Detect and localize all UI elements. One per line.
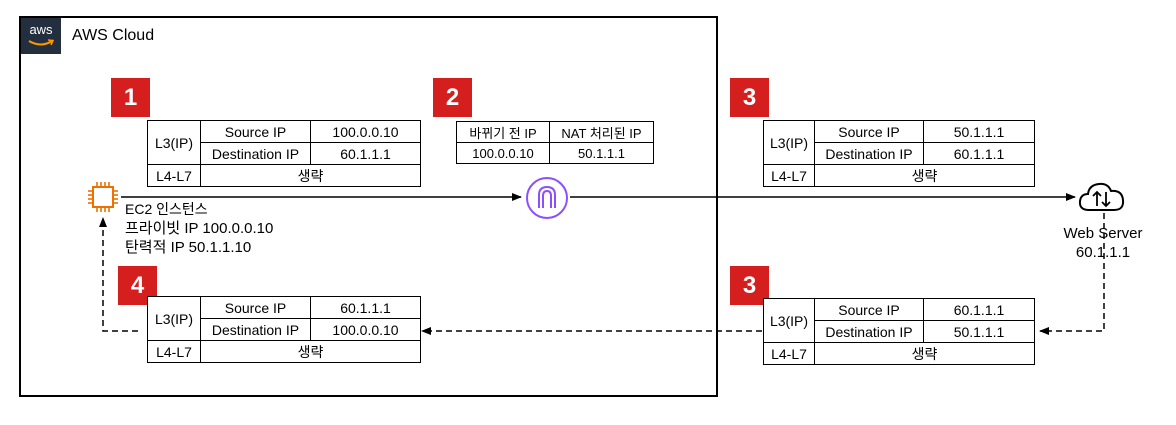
step-badge-1: 1 [111, 78, 150, 117]
source-ip-value: 60.1.1.1 [310, 296, 421, 319]
destination-ip-value: 60.1.1.1 [310, 142, 421, 165]
source-ip-value: 100.0.0.10 [310, 120, 421, 143]
source-ip-value: 50.1.1.1 [923, 120, 1035, 143]
aws-logo: aws [21, 18, 61, 54]
web-server-ip: 60.1.1.1 [1075, 244, 1131, 261]
source-ip-label: Source IP [814, 298, 924, 321]
destination-ip-label: Destination IP [200, 318, 311, 341]
source-ip-value: 60.1.1.1 [923, 298, 1035, 321]
destination-ip-value: 100.0.0.10 [310, 318, 421, 341]
source-ip-label: Source IP [200, 296, 311, 319]
l3-label: L3(IP) [147, 296, 201, 341]
aws-logo-text: aws [29, 22, 53, 37]
source-ip-label: Source IP [200, 120, 311, 143]
l4-label: L4-L7 [763, 164, 815, 187]
packet-table-inbound: L3(IP) Source IP 60.1.1.1 Destination IP… [147, 296, 421, 363]
l3-label: L3(IP) [147, 120, 201, 165]
internet-cloud-icon [1078, 182, 1125, 211]
ec2-instance-label: EC2 인스턴스 프라이빗 IP 100.0.0.10 탄력적 IP 50.1.… [125, 200, 273, 257]
arrow-web-return [1039, 213, 1105, 335]
arrow-return-to-ec2 [99, 217, 138, 332]
web-server-name: Web Server [1063, 225, 1143, 242]
omitted-label: 생략 [200, 340, 421, 363]
l4-label: L4-L7 [763, 342, 815, 365]
destination-ip-label: Destination IP [200, 142, 311, 165]
step-badge-2: 2 [433, 78, 472, 117]
source-ip-label: Source IP [814, 120, 924, 143]
l4-label: L4-L7 [147, 340, 201, 363]
ec2-name: EC2 인스턴스 [125, 201, 208, 217]
nat-translation-table: 바뀌기 전 IP NAT 처리된 IP 100.0.0.10 50.1.1.1 [456, 121, 654, 164]
nat-col-before: 바뀌기 전 IP [456, 121, 550, 143]
nat-gateway-icon [526, 177, 568, 219]
omitted-label: 생략 [200, 164, 421, 187]
destination-ip-label: Destination IP [814, 320, 924, 343]
ec2-private-ip: 프라이빗 IP 100.0.0.10 [125, 220, 274, 237]
ec2-elastic-ip: 탄력적 IP 50.1.1.10 [125, 239, 252, 256]
packet-table-internet-out: L3(IP) Source IP 50.1.1.1 Destination IP… [763, 120, 1035, 187]
nat-before-value: 100.0.0.10 [456, 142, 550, 164]
destination-ip-label: Destination IP [814, 142, 924, 165]
aws-cloud-boundary [19, 16, 718, 397]
omitted-label: 생략 [814, 342, 1035, 365]
destination-ip-value: 50.1.1.1 [923, 320, 1035, 343]
ec2-chip-icon [88, 182, 118, 212]
packet-table-outbound: L3(IP) Source IP 100.0.0.10 Destination … [147, 120, 421, 187]
packet-table-internet-in: L3(IP) Source IP 60.1.1.1 Destination IP… [763, 298, 1035, 365]
l3-label: L3(IP) [763, 120, 815, 165]
destination-ip-value: 60.1.1.1 [923, 142, 1035, 165]
l4-label: L4-L7 [147, 164, 201, 187]
nat-after-value: 50.1.1.1 [549, 142, 654, 164]
l3-label: L3(IP) [763, 298, 815, 343]
cloud-title: AWS Cloud [72, 27, 155, 44]
aws-smile-icon [28, 39, 54, 46]
nat-col-after: NAT 처리된 IP [549, 121, 654, 143]
web-server-label: Web Server 60.1.1.1 [1057, 224, 1149, 262]
omitted-label: 생략 [814, 164, 1035, 187]
step-badge-3-bottom: 3 [730, 266, 769, 305]
step-badge-3-top: 3 [730, 78, 769, 117]
